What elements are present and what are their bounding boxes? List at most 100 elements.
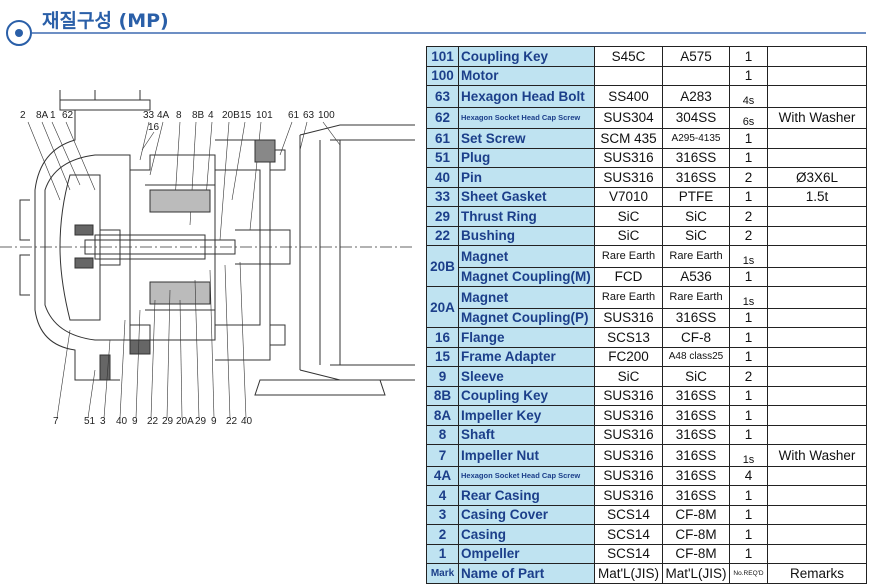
quantity: 1: [729, 504, 768, 525]
page-title: 재질구성 (MP): [42, 10, 169, 32]
material-jis: SiC: [594, 206, 663, 227]
part-name: Sleeve: [458, 366, 595, 387]
material-astm: CF-8M: [662, 543, 730, 564]
part-name: Plug: [458, 147, 595, 168]
part-name: Set Screw: [458, 128, 595, 149]
part-name: Coupling Key: [458, 385, 595, 406]
callout-top-13: 61: [288, 110, 300, 121]
material-jis: [594, 65, 663, 86]
material-jis: Rare Earth: [594, 286, 663, 309]
part-mark: 9: [426, 366, 459, 387]
remarks: [767, 424, 867, 445]
remarks: [767, 307, 867, 328]
part-name: Ompeller: [458, 543, 595, 564]
part-name: Magnet Coupling(M): [458, 266, 595, 287]
material-jis: SUS316: [594, 465, 663, 486]
part-mark: 8B: [426, 385, 459, 406]
remarks: [767, 286, 867, 309]
part-name: Thrust Ring: [458, 206, 595, 227]
callout-bottom-1: 51: [84, 416, 96, 427]
remarks: [767, 504, 867, 525]
part-name: Magnet: [458, 286, 595, 309]
remarks: [767, 465, 867, 486]
callout-top-7: 8: [176, 110, 182, 121]
part-mark: 51: [426, 147, 459, 168]
callout-bottom-4: 9: [132, 416, 138, 427]
callout-top-12: 101: [256, 110, 273, 121]
material-jis: SUS316: [594, 405, 663, 426]
part-mark: 101: [426, 46, 459, 67]
part-name: Bushing: [458, 225, 595, 246]
callout-bottom-5: 22: [147, 416, 159, 427]
material-jis: SCS14: [594, 504, 663, 525]
part-name: Casing: [458, 524, 595, 545]
material-astm: A536: [662, 266, 730, 287]
part-mark: 61: [426, 128, 459, 149]
remarks: Ø3X6L: [767, 167, 867, 188]
remarks: [767, 85, 867, 108]
remarks: With Washer: [767, 444, 867, 467]
material-jis: SCS14: [594, 543, 663, 564]
quantity: 1: [729, 147, 768, 168]
remarks: [767, 327, 867, 348]
callout-top-15: 100: [318, 110, 335, 121]
callout-top-2: 1: [50, 110, 56, 121]
remarks: [767, 46, 867, 67]
material-astm: 316SS: [662, 147, 730, 168]
material-astm: A295-4135: [662, 128, 730, 149]
material-jis: FC200: [594, 346, 663, 367]
material-jis: SUS316: [594, 307, 663, 328]
material-astm: 316SS: [662, 465, 730, 486]
quantity: 1: [729, 424, 768, 445]
material-astm: A48 class25: [662, 346, 730, 367]
part-mark: 2: [426, 524, 459, 545]
material-astm: [662, 65, 730, 86]
part-name: Magnet: [458, 245, 595, 268]
header-rule: [32, 32, 866, 34]
callout-top-4: 33: [143, 110, 155, 121]
part-name: Magnet Coupling(P): [458, 307, 595, 328]
part-mark: 7: [426, 444, 459, 467]
callout-top-9: 4: [208, 110, 214, 121]
remarks: [767, 206, 867, 227]
remarks: [767, 524, 867, 545]
quantity: 1: [729, 65, 768, 86]
quantity: 6s: [729, 106, 768, 129]
quantity: 2: [729, 225, 768, 246]
material-astm: Rare Earth: [662, 286, 730, 309]
part-name: Pin: [458, 167, 595, 188]
part-mark: 33: [426, 186, 459, 207]
material-astm: 316SS: [662, 167, 730, 188]
quantity: 1: [729, 543, 768, 564]
callout-bottom-11: 40: [241, 416, 253, 427]
material-astm: 304SS: [662, 106, 730, 129]
part-mark: 20B: [426, 245, 459, 287]
quantity: 1: [729, 186, 768, 207]
material-jis: SS400: [594, 85, 663, 108]
part-name: Rear Casing: [458, 485, 595, 506]
part-mark: 20A: [426, 286, 459, 328]
quantity: 4s: [729, 85, 768, 108]
remarks: [767, 366, 867, 387]
material-jis: SUS316: [594, 485, 663, 506]
part-name: Impeller Key: [458, 405, 595, 426]
callout-top-1: 8A: [36, 110, 49, 121]
remarks: [767, 245, 867, 268]
remarks: [767, 147, 867, 168]
